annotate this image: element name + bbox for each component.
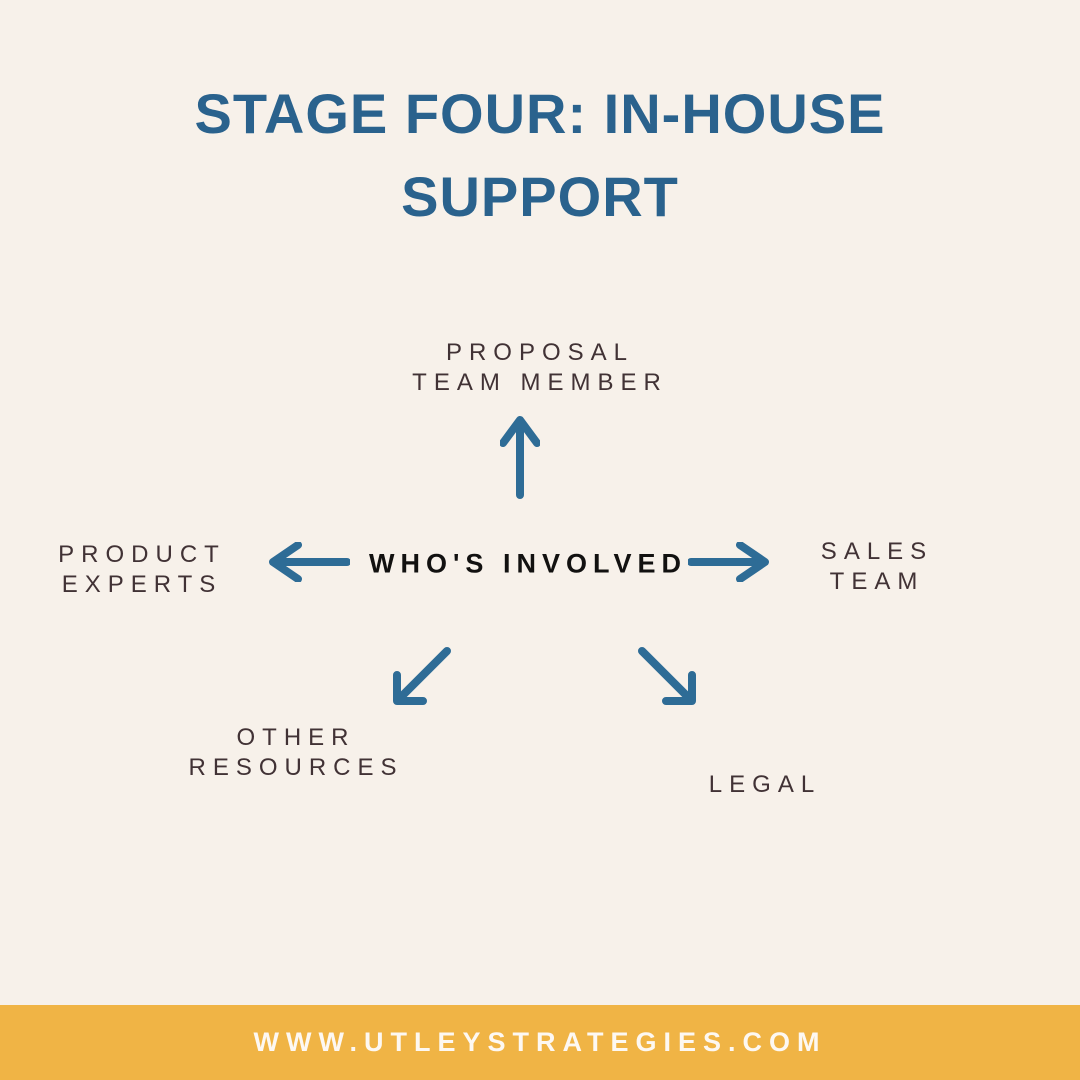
arrow-up-icon (500, 415, 540, 499)
arrow-right-icon (688, 542, 770, 582)
footer-bar: WWW.UTLEYSTRATEGIES.COM (0, 1005, 1080, 1080)
node-label-product-experts: PRODUCT EXPERTS (58, 541, 226, 598)
arrow-down-right-icon (637, 646, 699, 708)
node-label-legal: LEGAL (708, 771, 822, 798)
node-label-other-resources: OTHER RESOURCES (188, 724, 404, 781)
title-line: SUPPORT (401, 165, 679, 228)
title-line: STAGE FOUR: IN-HOUSE (194, 82, 886, 145)
node-label-proposal-team-member: PROPOSAL TEAM MEMBER (412, 339, 668, 396)
arrow-left-icon (268, 542, 350, 582)
arrow-down-left-icon (390, 646, 452, 708)
diagram-center-label: WHO'S INVOLVED (369, 548, 687, 579)
node-label-sales-team: SALES TEAM (820, 538, 934, 595)
page-title: STAGE FOUR: IN-HOUSE SUPPORT (0, 72, 1080, 238)
footer-url: WWW.UTLEYSTRATEGIES.COM (253, 1027, 827, 1057)
